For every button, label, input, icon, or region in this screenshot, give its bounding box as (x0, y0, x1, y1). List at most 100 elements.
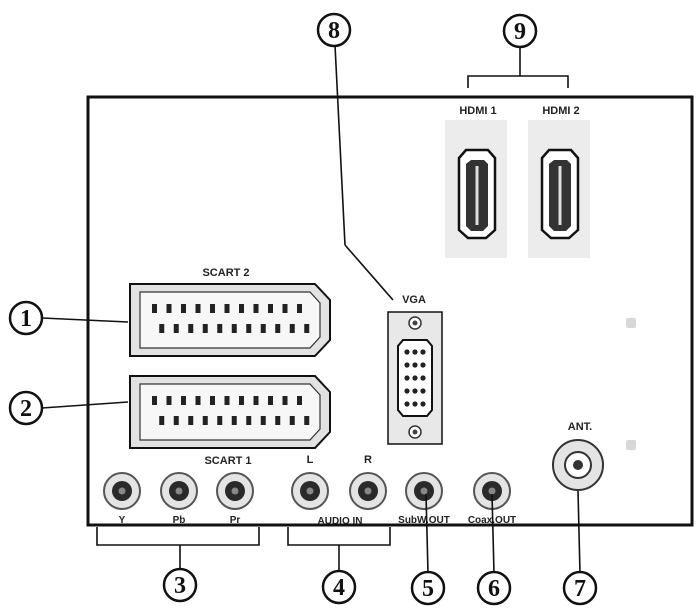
connector-pin (246, 416, 252, 425)
connector-pin (282, 396, 288, 405)
vga-pin (404, 362, 410, 368)
vga-pin (420, 349, 426, 355)
connector-pin (268, 396, 273, 405)
connector-pin (202, 324, 208, 333)
svg-text:6: 6 (488, 576, 500, 602)
svg-text:2: 2 (20, 396, 32, 422)
callout-4: 4 (321, 569, 357, 605)
vga-pin (420, 375, 426, 381)
connector-pin (304, 416, 310, 425)
vga-pin (420, 362, 426, 368)
rca-pr-jack (216, 472, 254, 510)
rca-coax-out-jack (473, 472, 511, 510)
hdmi-2-port (528, 120, 590, 258)
callout-9: 9 (502, 13, 538, 49)
scart-1-label: SCART 1 (204, 455, 251, 467)
connector-pin (159, 324, 165, 333)
antenna-port (552, 439, 604, 491)
hdmi-1-port (445, 120, 507, 258)
connector-pin (304, 324, 310, 333)
connector-pin (289, 416, 295, 425)
connector-pin (239, 396, 244, 405)
audio-r-label: R (364, 454, 372, 466)
connector-pin (210, 396, 215, 405)
connector-pin (231, 416, 237, 425)
connector-pin (181, 304, 186, 313)
rca-audio-r-jack (349, 472, 387, 510)
connector-pin (239, 304, 244, 313)
connector-pin (260, 416, 266, 425)
vga-pin (420, 401, 426, 407)
connector-pin (275, 324, 281, 333)
connector-pin (152, 304, 157, 313)
hdmi-2-label: HDMI 2 (542, 105, 579, 117)
connector-pin (297, 304, 302, 313)
connector-pin (159, 416, 165, 425)
leader-lines (41, 44, 581, 574)
vga-pin (404, 375, 410, 381)
svg-text:3: 3 (174, 573, 186, 599)
svg-text:5: 5 (422, 576, 434, 602)
connector-pin (253, 304, 259, 313)
connector-pin (297, 396, 302, 405)
connector-pin (268, 304, 273, 313)
connector-pin (210, 304, 215, 313)
pb-label: Pb (173, 515, 186, 526)
callout-8: 8 (316, 12, 352, 48)
connector-pin (152, 396, 157, 405)
connector-pin (246, 324, 252, 333)
connector-pin (282, 304, 288, 313)
connector-pin (224, 396, 230, 405)
vga-pin (404, 388, 410, 394)
scart-2-label: SCART 2 (202, 267, 249, 279)
callout-7: 7 (562, 570, 598, 606)
connector-pin (253, 396, 259, 405)
svg-text:8: 8 (328, 18, 340, 44)
vga-pin (412, 362, 418, 368)
connector-pin (275, 416, 281, 425)
connector-pin (231, 324, 237, 333)
ant-label: ANT. (568, 421, 592, 433)
vga-pin (420, 388, 426, 394)
vga-port (387, 311, 443, 445)
y-label: Y (119, 515, 126, 526)
connector-pin (195, 304, 201, 313)
connector-pin (217, 416, 223, 425)
callout-5: 5 (410, 570, 446, 606)
audio-l-label: L (307, 454, 314, 466)
rear-panel-outline (86, 95, 694, 527)
callout-1: 1 (8, 300, 44, 336)
rca-subw-out-jack (405, 472, 443, 510)
callout-2: 2 (8, 390, 44, 426)
callout-6: 6 (476, 570, 512, 606)
vga-pin (412, 388, 418, 394)
connector-pin (224, 304, 230, 313)
connector-pin (166, 304, 172, 313)
vga-pin (412, 401, 418, 407)
connector-pin (217, 324, 223, 333)
connector-pin (202, 416, 208, 425)
connector-pin (188, 416, 194, 425)
scart-1-port (129, 375, 331, 449)
hdmi-1-label: HDMI 1 (459, 105, 496, 117)
svg-text:4: 4 (333, 575, 345, 601)
connector-pin (260, 324, 266, 333)
connector-pin (195, 396, 201, 405)
connector-pin (173, 416, 179, 425)
vga-pin (412, 349, 418, 355)
panel-dot-upper (626, 318, 636, 328)
rca-y-jack (103, 472, 141, 510)
panel-dot-lower (626, 440, 636, 450)
vga-pin (404, 401, 410, 407)
svg-text:9: 9 (514, 19, 526, 45)
connector-pin (166, 396, 172, 405)
connector-pin (188, 324, 194, 333)
connector-pin (181, 396, 186, 405)
connector-pin (289, 324, 295, 333)
vga-pin (404, 349, 410, 355)
callout-3: 3 (162, 567, 198, 603)
svg-text:1: 1 (20, 306, 32, 332)
pr-label: Pr (230, 515, 241, 526)
rca-audio-l-jack (291, 472, 329, 510)
